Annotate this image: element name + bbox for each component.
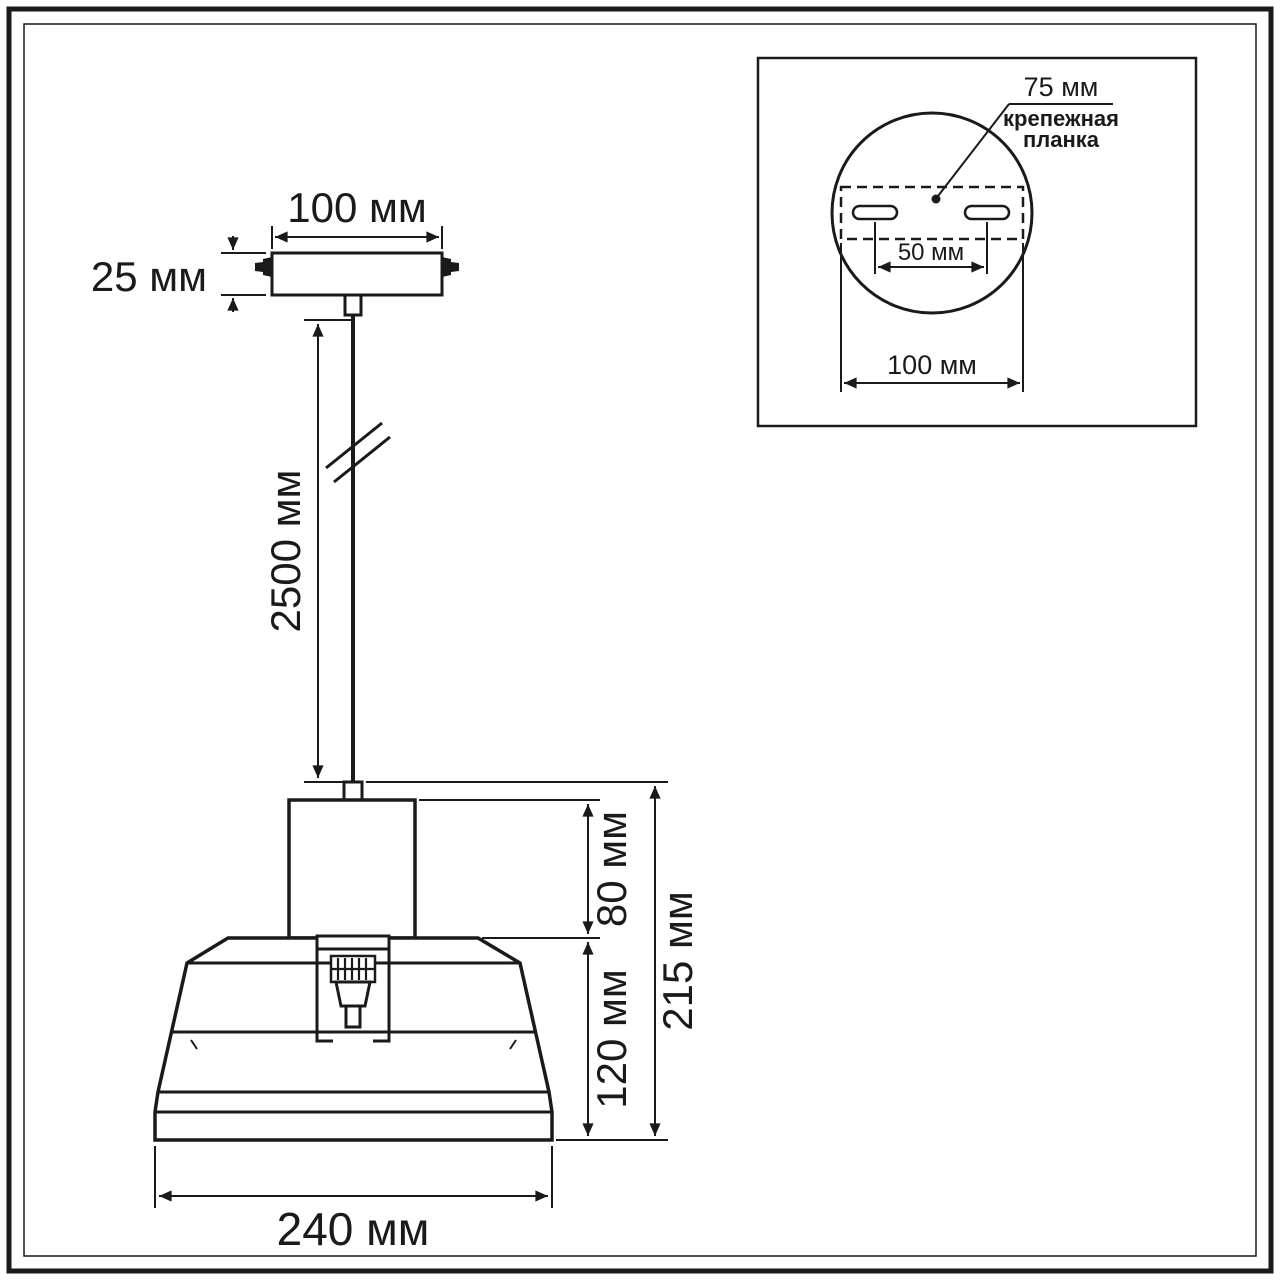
inset-dimension-plate-length: 100 мм — [840, 243, 1024, 392]
canopy-height-label: 25 мм — [91, 253, 207, 300]
shade-diameter-label: 240 мм — [277, 1203, 430, 1255]
socket-hatching — [331, 958, 375, 980]
plate-center-point — [931, 194, 941, 204]
screw-left — [255, 257, 272, 277]
mounting-slot-right — [963, 204, 1011, 221]
ceiling-canopy — [255, 251, 459, 317]
total-height-label: 215 мм — [654, 891, 701, 1031]
socket-neck — [334, 980, 372, 1008]
cord-grip — [343, 293, 363, 317]
shade — [153, 936, 554, 1142]
cable-length-label: 2500 мм — [262, 470, 309, 633]
screw-right — [442, 257, 459, 277]
dimension-total-height: 215 мм — [366, 781, 701, 1136]
plate-width-label: 75 мм — [1024, 72, 1099, 102]
stem — [342, 780, 364, 802]
plate-callout — [937, 103, 1113, 197]
dimension-canopy-height: 25 мм — [91, 236, 266, 312]
frame-inner — [23, 23, 1257, 1257]
clamp-left — [315, 949, 333, 1043]
suspension-cable — [325, 313, 391, 800]
dimension-shade-diameter: 240 мм — [154, 1146, 553, 1255]
inset-border — [756, 56, 1198, 428]
socket-housing — [287, 798, 417, 940]
cable-break-mark — [333, 435, 391, 484]
shade-height-label: 120 мм — [588, 969, 635, 1109]
dimension-shade-height: 120 мм — [556, 942, 668, 1141]
dimension-socket-height: 80 мм — [419, 799, 635, 939]
canopy-body — [270, 251, 444, 297]
cable-break-mark — [325, 421, 383, 470]
frame — [6, 6, 1274, 1274]
socket-height-label: 80 мм — [588, 811, 635, 927]
hole-spacing-label: 50 мм — [898, 239, 964, 266]
lamp-body — [153, 780, 554, 1142]
canopy-width-label: 100 мм — [287, 184, 427, 231]
shade-tick — [190, 1039, 198, 1050]
clamp-right — [373, 949, 391, 1043]
leader-line — [937, 103, 1010, 197]
dimension-cable-length: 2500 мм — [262, 319, 352, 783]
dimension-canopy-width: 100 мм — [271, 184, 443, 249]
frame-outer — [6, 6, 1274, 1274]
shade-tick — [509, 1039, 517, 1050]
mounting-slot-left — [851, 204, 899, 221]
mount-label-line2: планка — [1023, 127, 1100, 152]
plate-length-label: 100 мм — [887, 350, 977, 380]
inset-top-view: 75 мм крепежная планка 50 мм 100 мм — [756, 56, 1198, 428]
socket-bar — [315, 934, 391, 951]
inset-dimension-hole-spacing: 50 мм — [874, 222, 988, 274]
socket-detail — [315, 934, 391, 1043]
mount-label-line1: крепежная — [1003, 106, 1119, 131]
bulb-base — [344, 1006, 362, 1029]
